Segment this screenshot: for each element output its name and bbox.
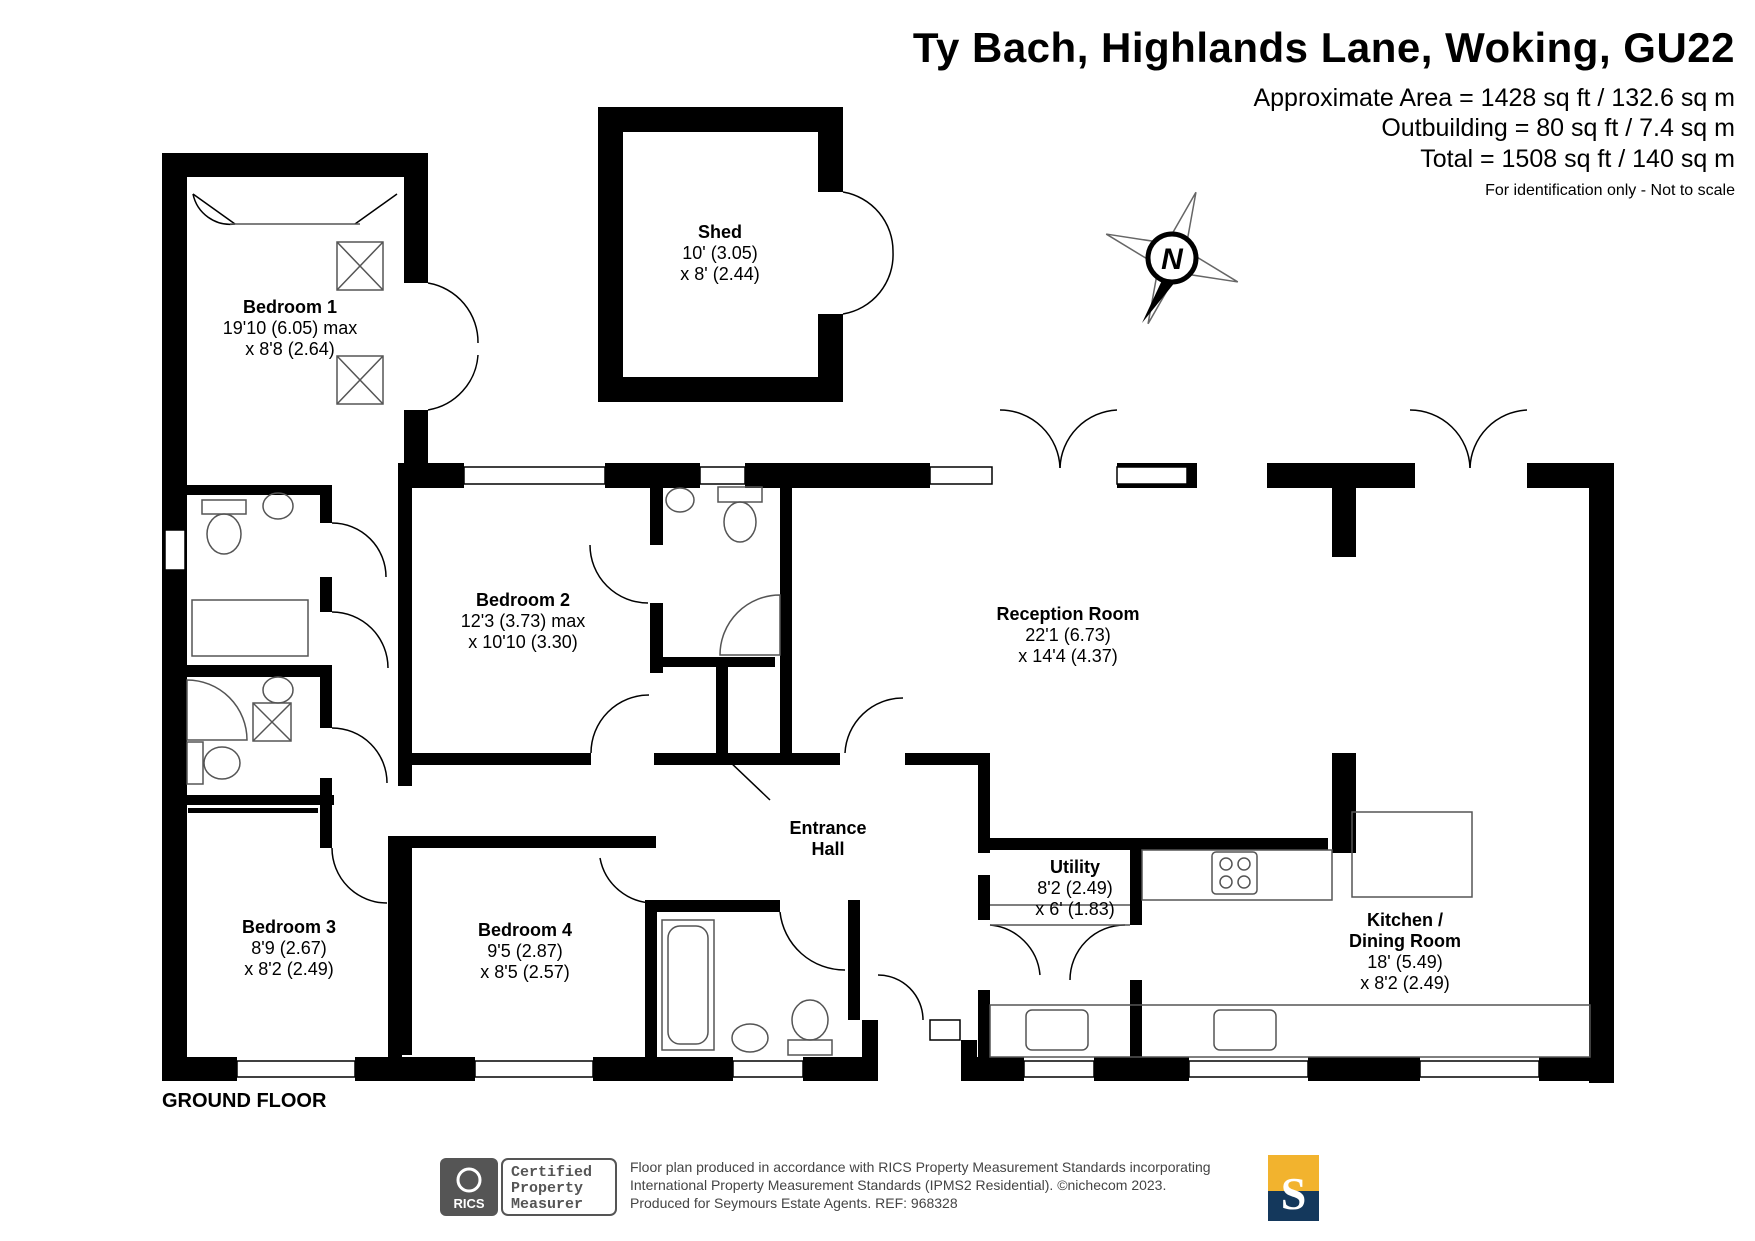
approx-area: Approximate Area = 1428 sq ft / 132.6 sq… <box>1253 84 1735 112</box>
total-area: Total = 1508 sq ft / 140 sq m <box>1420 145 1735 173</box>
disclaimer: For identification only - Not to scale <box>1485 182 1735 199</box>
room-label-bedroom-4: Bedroom 4 9'5 (2.87) x 8'5 (2.57) <box>477 920 573 982</box>
room-label-bedroom-1: Bedroom 1 19'10 (6.05) max x 8'8 (2.64) <box>222 297 358 359</box>
room-label-shed: Shed 10' (3.05) x 8' (2.44) <box>680 222 760 284</box>
rics-line-1: Certified <box>511 1164 592 1181</box>
room-label-utility: Utility 8'2 (2.49) x 6' (1.83) <box>1035 857 1115 919</box>
rics-line-3: Measurer <box>511 1196 583 1213</box>
footer-text: Floor plan produced in accordance with R… <box>630 1158 1211 1212</box>
agent-logo: S <box>1268 1155 1319 1221</box>
compass-north-label: N <box>1161 243 1184 276</box>
footer-line-2: International Property Measurement Stand… <box>630 1177 1167 1193</box>
footer-line-1: Floor plan produced in accordance with R… <box>630 1159 1211 1175</box>
room-label-kitchen: Kitchen / Dining Room 18' (5.49) x 8'2 (… <box>1349 910 1461 993</box>
outbuilding-area: Outbuilding = 80 sq ft / 7.4 sq m <box>1381 114 1735 142</box>
property-title: Ty Bach, Highlands Lane, Woking, GU22 <box>912 24 1735 71</box>
walls <box>162 107 1614 1083</box>
windows <box>164 466 1540 1078</box>
doors <box>192 191 1528 1021</box>
compass-icon: N <box>1105 191 1239 325</box>
footer-line-3: Produced for Seymours Estate Agents. REF… <box>630 1195 958 1211</box>
rics-logo: RICS Certified Property Measurer <box>440 1158 617 1216</box>
rics-badge: RICS <box>453 1196 484 1211</box>
rics-line-2: Property <box>511 1180 583 1197</box>
room-label-reception: Reception Room 22'1 (6.73) x 14'4 (4.37) <box>996 604 1140 666</box>
room-label-bedroom-3: Bedroom 3 8'9 (2.67) x 8'2 (2.49) <box>241 917 337 979</box>
room-label-entrance-hall: Entrance Hall <box>789 818 867 859</box>
floor-label: GROUND FLOOR <box>162 1090 327 1112</box>
room-label-bedroom-2: Bedroom 2 12'3 (3.73) max x 10'10 (3.30) <box>460 590 586 652</box>
fixtures <box>186 223 1591 1058</box>
agent-logo-letter: S <box>1281 1168 1307 1219</box>
